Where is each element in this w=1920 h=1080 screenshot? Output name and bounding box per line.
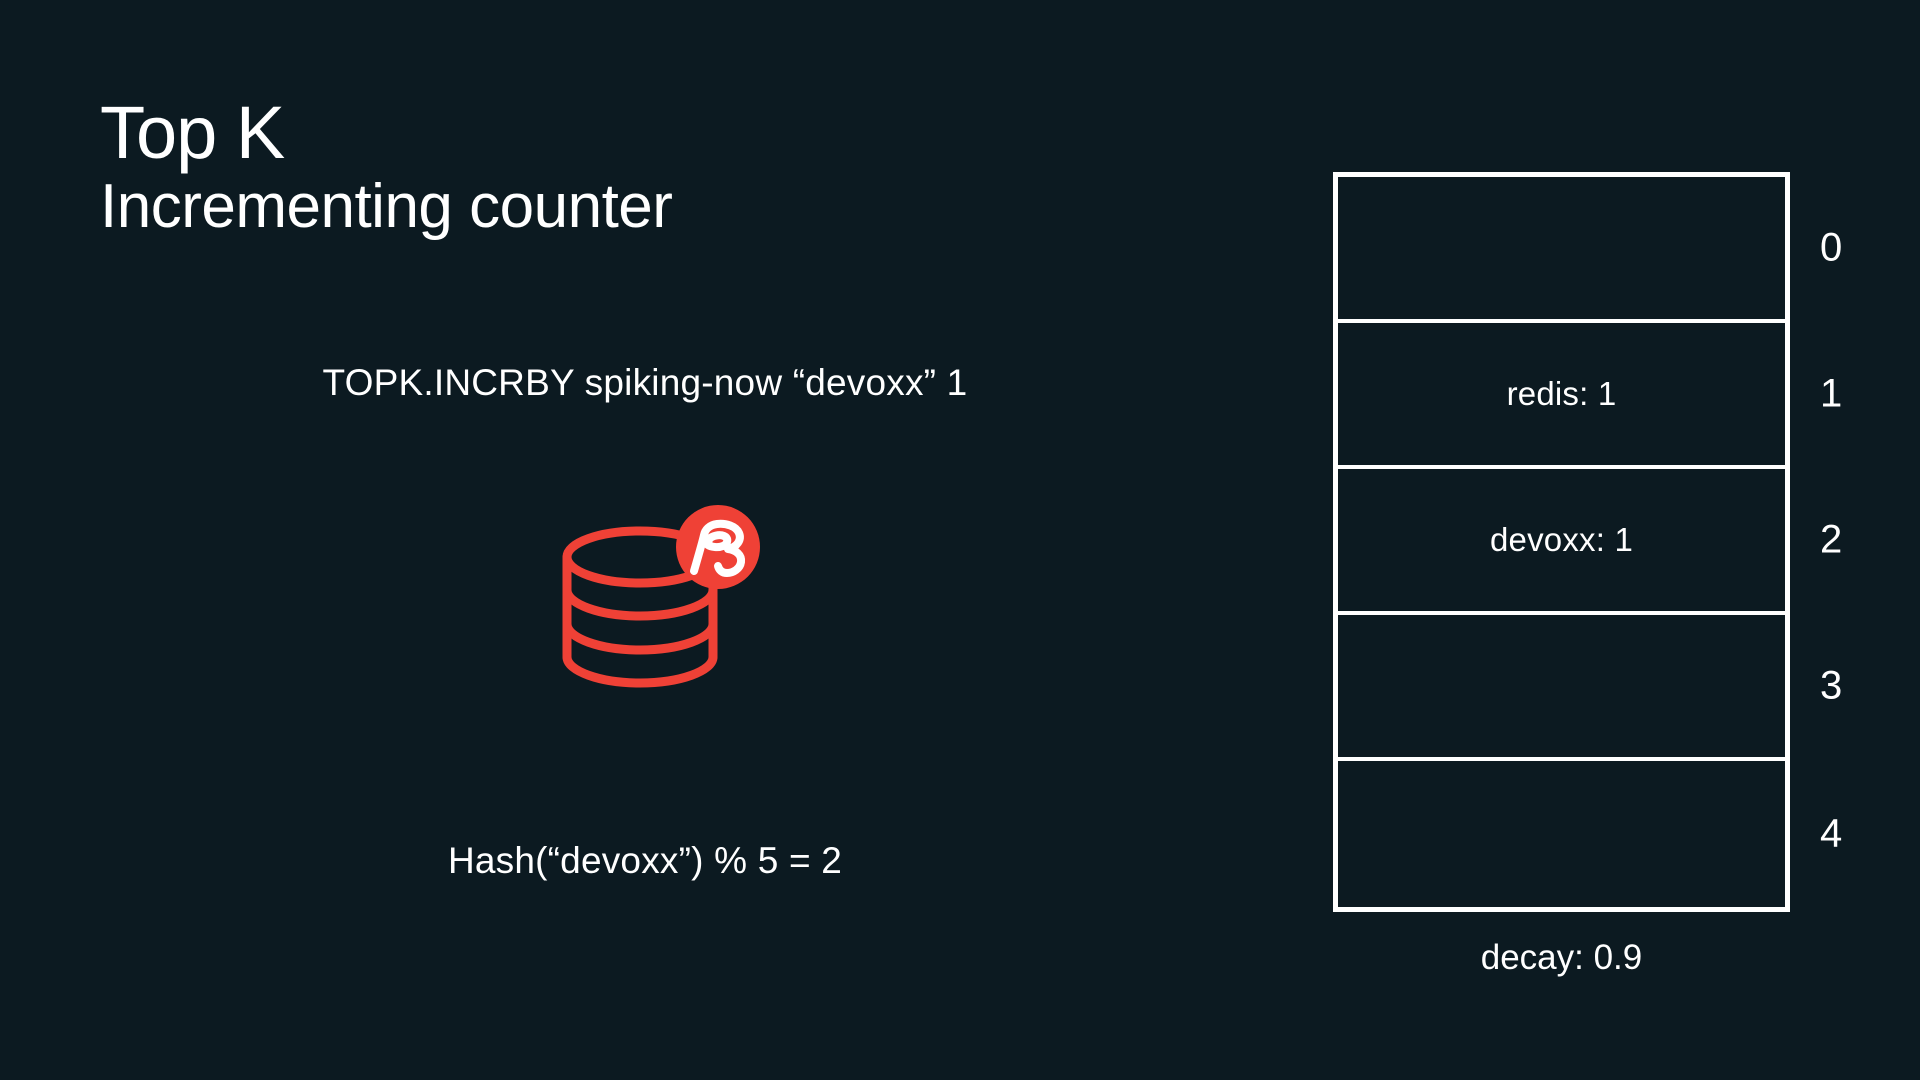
table-row-index: 3 <box>1820 663 1843 708</box>
table-row: 4 <box>1338 761 1842 907</box>
decay-caption: decay: 0.9 <box>1480 938 1643 977</box>
page-title: Top K <box>100 91 285 174</box>
table-row: redis: 1 1 <box>1338 323 1842 469</box>
table-row-index: 4 <box>1820 811 1843 856</box>
left-content-column: TOPK.INCRBY spiking-now “devoxx” 1 <box>322 362 968 881</box>
table-cell-value: redis: 1 <box>1506 375 1617 412</box>
table-cell-value: devoxx: 1 <box>1489 521 1634 558</box>
table-row: devoxx: 1 2 <box>1338 469 1842 615</box>
page-title-block: Top K Incrementing counter <box>100 91 673 241</box>
redis-database-icon <box>553 505 778 710</box>
table-row-index: 1 <box>1820 371 1843 416</box>
table-row-index: 2 <box>1820 517 1843 562</box>
redis-logo-badge <box>676 505 760 589</box>
table-row-index: 0 <box>1820 225 1843 270</box>
redis-command-text: TOPK.INCRBY spiking-now “devoxx” 1 <box>322 362 968 403</box>
hash-formula-text: Hash(“devoxx”) % 5 = 2 <box>447 840 843 881</box>
table-row: 3 <box>1338 615 1842 761</box>
table-row: 0 <box>1338 177 1842 323</box>
topk-table: 0 redis: 1 1 devoxx: 1 2 3 4 <box>1333 172 1842 912</box>
topk-table-wrapper: 0 redis: 1 1 devoxx: 1 2 3 4 <box>1333 172 1842 912</box>
page-subtitle: Incrementing counter <box>100 172 673 241</box>
